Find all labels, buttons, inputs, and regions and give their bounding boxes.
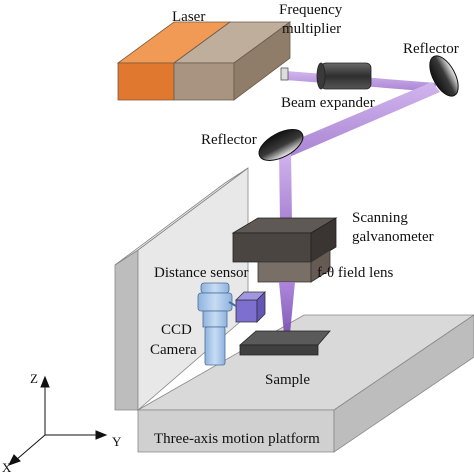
motion-platform (136, 314, 474, 453)
label-f-theta-lens: f-θ field lens (317, 265, 393, 281)
y-axis-label: Y (112, 434, 122, 449)
label-laser: Laser (172, 9, 205, 25)
reflector-left (258, 129, 304, 161)
beam-reflector-to-reflector (279, 82, 440, 158)
galvo-front (232, 232, 312, 263)
beam-expander (316, 62, 372, 90)
x-axis-line (15, 434, 46, 461)
label-sample: Sample (265, 372, 310, 388)
label-reflector-right: Reflector (403, 41, 459, 57)
sample (238, 330, 331, 356)
galvo-side (310, 217, 337, 263)
output-aperture (280, 67, 289, 81)
wall-side (114, 249, 139, 411)
label-reflector-left: Reflector (201, 132, 257, 148)
label-beam-expander: Beam expander (281, 95, 375, 111)
frequency-multiplier (172, 21, 292, 101)
label-platform: Three-axis motion platform (154, 431, 320, 447)
scanning-galvanometer (231, 217, 338, 263)
sample-top (238, 330, 331, 346)
label-frequency-multiplier-2: multiplier (282, 21, 341, 37)
ccd-camera (197, 282, 237, 366)
z-axis-arrow (40, 375, 50, 388)
wall-top (114, 167, 249, 266)
multiplier-side (233, 21, 291, 101)
laser-beam (279, 71, 440, 222)
x-axis-label: X (2, 460, 12, 474)
laser-front (117, 62, 175, 101)
platform-side (333, 314, 474, 453)
sample-front (239, 344, 319, 356)
f-theta-lens (257, 249, 331, 283)
reflector-right (429, 55, 459, 97)
label-scanning-galvanometer-1: Scanning (352, 210, 408, 226)
coordinate-axes (7, 375, 108, 466)
focused-beam-cone (279, 282, 295, 344)
label-scanning-galvanometer-2: galvanometer (352, 229, 434, 245)
lens-front (257, 261, 312, 283)
multiplier-front (173, 62, 235, 101)
laser (116, 21, 232, 101)
label-frequency-multiplier-1: Frequency (279, 2, 343, 18)
y-axis-arrow (95, 430, 108, 440)
distance-sensor (235, 291, 266, 323)
label-ccd-1: CCD (161, 322, 192, 338)
z-axis-label: Z (30, 371, 38, 386)
x-axis-arrow (7, 454, 21, 466)
label-ccd-2: Camera (150, 342, 197, 358)
beam-down-to-galvo (279, 150, 292, 222)
lens-side (310, 249, 331, 283)
label-distance-sensor: Distance sensor (154, 265, 249, 281)
